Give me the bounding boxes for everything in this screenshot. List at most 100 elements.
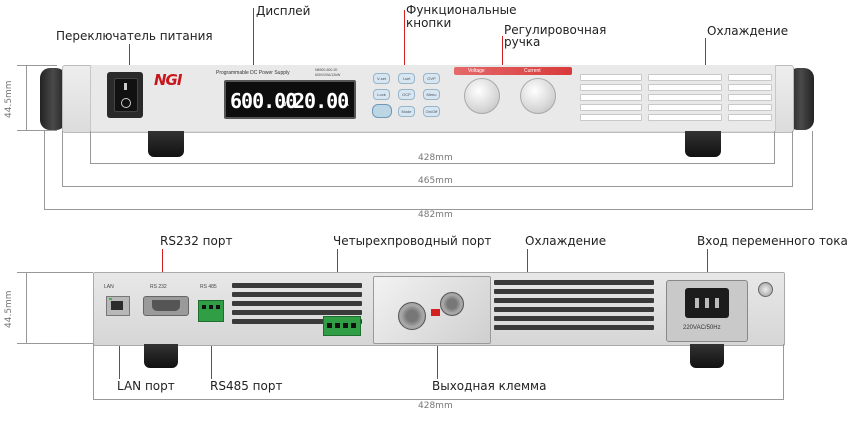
knob-callout-line bbox=[502, 36, 503, 86]
front-left-foot bbox=[148, 131, 184, 157]
front-vent bbox=[580, 84, 642, 91]
lcd-display: 600.00 V 20.00 A bbox=[224, 80, 356, 119]
voltage-knob[interactable] bbox=[464, 78, 500, 114]
rear-height-bottom-line bbox=[17, 343, 93, 344]
rear-vent bbox=[232, 319, 362, 324]
four-wire-pin bbox=[327, 323, 332, 328]
power-switch-rocker bbox=[114, 78, 138, 112]
function-buttons-label: Функциональные кнопки bbox=[406, 4, 516, 30]
ac-input-label: Вход переменного тока bbox=[697, 234, 848, 248]
rear-height-top-line bbox=[17, 272, 93, 273]
front-vent bbox=[728, 114, 772, 121]
ground-screw-icon bbox=[758, 282, 773, 297]
lan-socket bbox=[111, 301, 123, 310]
output-terminal-positive[interactable] bbox=[440, 292, 464, 316]
rs232-callout-line bbox=[162, 249, 163, 289]
ocp-button[interactable]: OCP bbox=[398, 89, 415, 100]
voltage-reading: 600.00 bbox=[230, 89, 297, 113]
power-off-mark bbox=[121, 98, 131, 108]
output-terminal-negative[interactable] bbox=[398, 302, 426, 330]
front-vent bbox=[648, 84, 722, 91]
power-switch-label: Переключатель питания bbox=[56, 29, 213, 43]
front-vent bbox=[728, 94, 772, 101]
rear-vent bbox=[494, 289, 654, 294]
v-set-button[interactable]: V-set bbox=[373, 73, 390, 84]
front-vent bbox=[648, 114, 722, 121]
current-knob[interactable] bbox=[520, 78, 556, 114]
front-vent bbox=[580, 94, 642, 101]
db9-connector bbox=[152, 300, 180, 311]
i-set-button[interactable]: I-set bbox=[398, 73, 415, 84]
model-info: N8900-600-20 600V/20A/12kW bbox=[315, 68, 340, 78]
rear-vent bbox=[494, 298, 654, 303]
ac-input-callout-line bbox=[707, 249, 708, 293]
lan-port[interactable] bbox=[106, 296, 130, 316]
front-width-428: 428mm bbox=[418, 153, 453, 163]
four-wire-pin bbox=[343, 323, 348, 328]
model-name: Programmable DC Power Supply bbox=[216, 70, 290, 76]
ovp-button[interactable]: OVP bbox=[423, 73, 440, 84]
on-off-button[interactable]: On/Off bbox=[423, 106, 440, 117]
rs485-pin bbox=[209, 305, 213, 309]
front-vent bbox=[580, 74, 642, 81]
ac-inlet-socket[interactable] bbox=[685, 288, 729, 318]
rear-dim-right-tick bbox=[783, 344, 784, 400]
knob-label-line1: Регулировочная bbox=[504, 23, 607, 37]
front-width-482: 482mm bbox=[418, 210, 453, 220]
function-buttons-label-line2: кнопки bbox=[406, 16, 452, 30]
dim-428-right-tick bbox=[774, 131, 775, 164]
rear-cooling-callout-line bbox=[527, 249, 528, 293]
front-height-bottom-line bbox=[17, 130, 57, 131]
function-buttons-label-line1: Функциональные bbox=[406, 3, 517, 17]
knob-voltage-label: Voltage bbox=[468, 68, 485, 74]
display-label: Дисплей bbox=[256, 4, 311, 18]
rs485-port[interactable] bbox=[198, 300, 224, 322]
mode-button[interactable]: Mode bbox=[398, 106, 415, 117]
lan-port-text: LAN bbox=[104, 284, 114, 290]
front-cooling-callout-line bbox=[705, 38, 706, 86]
rs232-label: RS232 порт bbox=[160, 234, 233, 248]
four-wire-pin bbox=[335, 323, 340, 328]
front-vent bbox=[648, 94, 722, 101]
dim-428-left-tick bbox=[90, 131, 91, 164]
output-button[interactable] bbox=[372, 104, 392, 118]
rear-vent bbox=[232, 292, 362, 297]
ac-pin bbox=[695, 298, 699, 308]
power-switch[interactable] bbox=[107, 72, 143, 118]
front-vent bbox=[648, 104, 722, 111]
rear-vent bbox=[232, 301, 362, 306]
knob-header-bar: Voltage Current bbox=[454, 67, 572, 75]
ngi-logo: NGI bbox=[154, 71, 196, 89]
output-terminal-callout-line bbox=[437, 318, 438, 379]
model-code: N8900-600-20 bbox=[315, 68, 338, 72]
rear-left-foot bbox=[144, 344, 178, 368]
front-width-465: 465mm bbox=[418, 176, 453, 186]
current-unit: A bbox=[345, 101, 349, 108]
rear-vent bbox=[494, 316, 654, 321]
front-right-foot bbox=[685, 131, 721, 157]
function-buttons-callout-line bbox=[404, 10, 405, 82]
display-callout-line bbox=[253, 8, 254, 103]
ac-rating: 220VAC/50Hz bbox=[683, 325, 721, 331]
menu-button[interactable]: Menu bbox=[423, 89, 440, 100]
dim-465-line bbox=[62, 186, 792, 187]
dim-428-line bbox=[90, 163, 774, 164]
knob-label: Регулировочная ручка bbox=[504, 24, 606, 48]
rear-right-foot bbox=[690, 344, 724, 368]
dim-482-left-tick bbox=[44, 131, 45, 210]
knob-current-label: Current bbox=[524, 68, 541, 74]
ac-pin bbox=[705, 298, 709, 308]
knob-label-line2: ручка bbox=[504, 35, 541, 49]
rs232-port[interactable] bbox=[143, 296, 189, 316]
four-wire-port[interactable] bbox=[323, 316, 361, 336]
front-vent bbox=[648, 74, 722, 81]
model-spec: 600V/20A/12kW bbox=[315, 73, 341, 77]
lock-button[interactable]: Lock bbox=[373, 89, 390, 100]
ac-pin bbox=[715, 298, 719, 308]
output-terminal-marker bbox=[431, 309, 440, 316]
current-reading: 20.00 bbox=[293, 89, 349, 113]
rear-dim-line bbox=[93, 399, 783, 400]
front-cooling-label: Охлаждение bbox=[707, 24, 789, 38]
dim-465-left-tick bbox=[62, 131, 63, 187]
brand-text: NGI bbox=[154, 71, 182, 89]
